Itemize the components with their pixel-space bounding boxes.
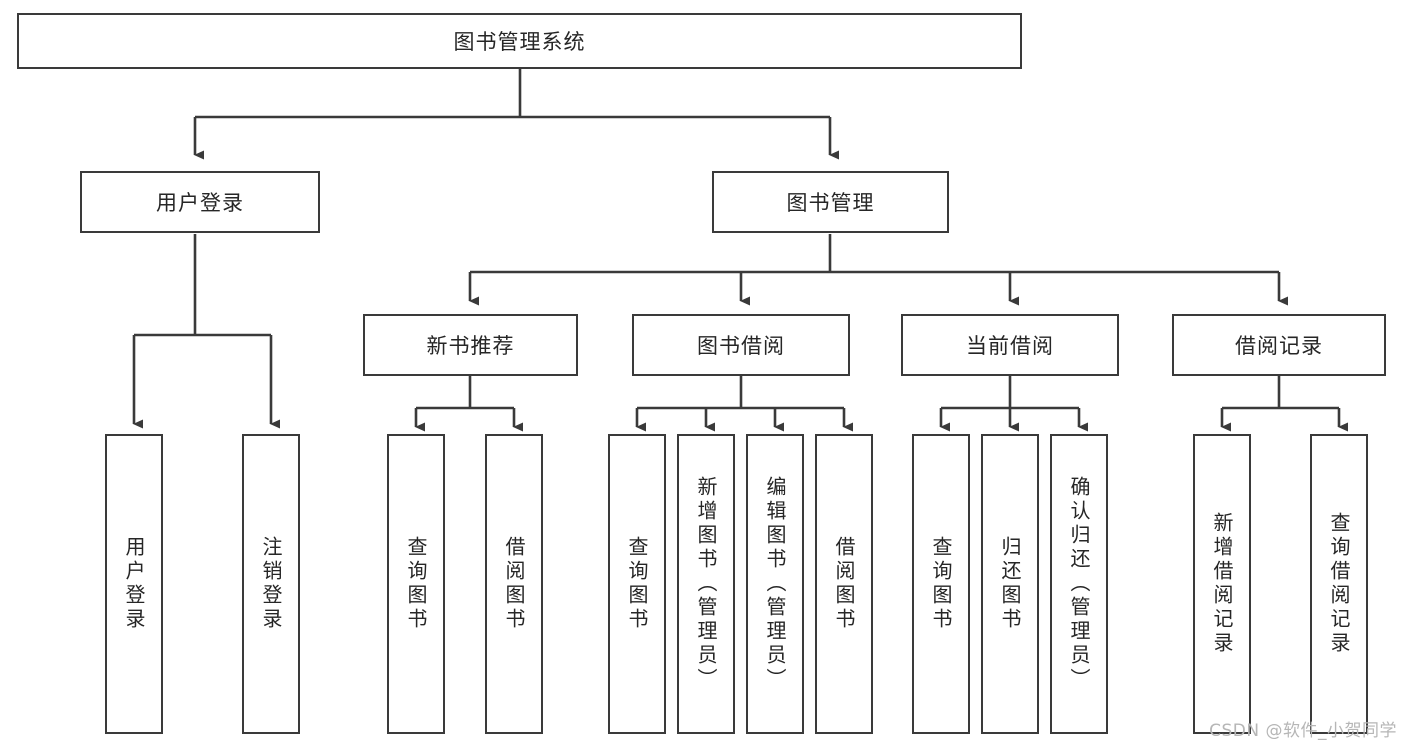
node-book-management-label: 图书管理 xyxy=(786,191,875,215)
node-borrow-records[interactable]: 借阅记录 xyxy=(1172,314,1386,376)
csdn-watermark: CSDN @软件_小贺同学 xyxy=(1209,721,1397,741)
node-current-borrow-label: 当前借阅 xyxy=(966,334,1054,358)
leaf-logout-label: 注销登录 xyxy=(259,536,283,632)
leaf-bb-add-book-admin-label: 新增图书（管理员） xyxy=(694,476,718,692)
leaf-cb-confirm-return-admin-label: 确认归还（管理员） xyxy=(1067,476,1091,692)
leaf-logout[interactable]: 注销登录 xyxy=(242,434,300,734)
node-book-management[interactable]: 图书管理 xyxy=(712,171,949,233)
leaf-bb-query-book-label: 查询图书 xyxy=(625,536,649,632)
node-root-label: 图书管理系统 xyxy=(453,30,586,54)
node-user-login-label: 用户登录 xyxy=(156,191,244,215)
leaf-bb-edit-book-admin-label: 编辑图书（管理员） xyxy=(763,476,787,692)
leaf-br-add-record[interactable]: 新增借阅记录 xyxy=(1193,434,1251,734)
leaf-br-add-record-label: 新增借阅记录 xyxy=(1210,512,1234,656)
node-book-borrow-label: 图书借阅 xyxy=(697,334,785,358)
node-user-login[interactable]: 用户登录 xyxy=(80,171,320,233)
leaf-cb-query-book[interactable]: 查询图书 xyxy=(912,434,970,734)
leaf-nb-query-book[interactable]: 查询图书 xyxy=(387,434,445,734)
leaf-cb-query-book-label: 查询图书 xyxy=(929,536,953,632)
node-new-book-recommend-label: 新书推荐 xyxy=(426,334,515,358)
leaf-cb-confirm-return-admin[interactable]: 确认归还（管理员） xyxy=(1050,434,1108,734)
leaf-nb-borrow-book[interactable]: 借阅图书 xyxy=(485,434,543,734)
leaf-br-query-record[interactable]: 查询借阅记录 xyxy=(1310,434,1368,734)
node-current-borrow[interactable]: 当前借阅 xyxy=(901,314,1119,376)
node-book-borrow[interactable]: 图书借阅 xyxy=(632,314,850,376)
leaf-user-login[interactable]: 用户登录 xyxy=(105,434,163,734)
leaf-bb-add-book-admin[interactable]: 新增图书（管理员） xyxy=(677,434,735,734)
leaf-user-login-label: 用户登录 xyxy=(122,536,146,632)
leaf-bb-borrow-book-label: 借阅图书 xyxy=(832,536,856,632)
node-new-book-recommend[interactable]: 新书推荐 xyxy=(363,314,578,376)
leaf-cb-return-book[interactable]: 归还图书 xyxy=(981,434,1039,734)
leaf-br-query-record-label: 查询借阅记录 xyxy=(1327,512,1351,656)
leaf-nb-query-book-label: 查询图书 xyxy=(404,536,428,632)
node-root-book-management-system[interactable]: 图书管理系统 xyxy=(17,13,1022,69)
leaf-bb-borrow-book[interactable]: 借阅图书 xyxy=(815,434,873,734)
leaf-bb-edit-book-admin[interactable]: 编辑图书（管理员） xyxy=(746,434,804,734)
node-borrow-records-label: 借阅记录 xyxy=(1235,334,1323,358)
leaf-cb-return-book-label: 归还图书 xyxy=(998,536,1022,632)
leaf-nb-borrow-book-label: 借阅图书 xyxy=(502,536,526,632)
leaf-bb-query-book[interactable]: 查询图书 xyxy=(608,434,666,734)
